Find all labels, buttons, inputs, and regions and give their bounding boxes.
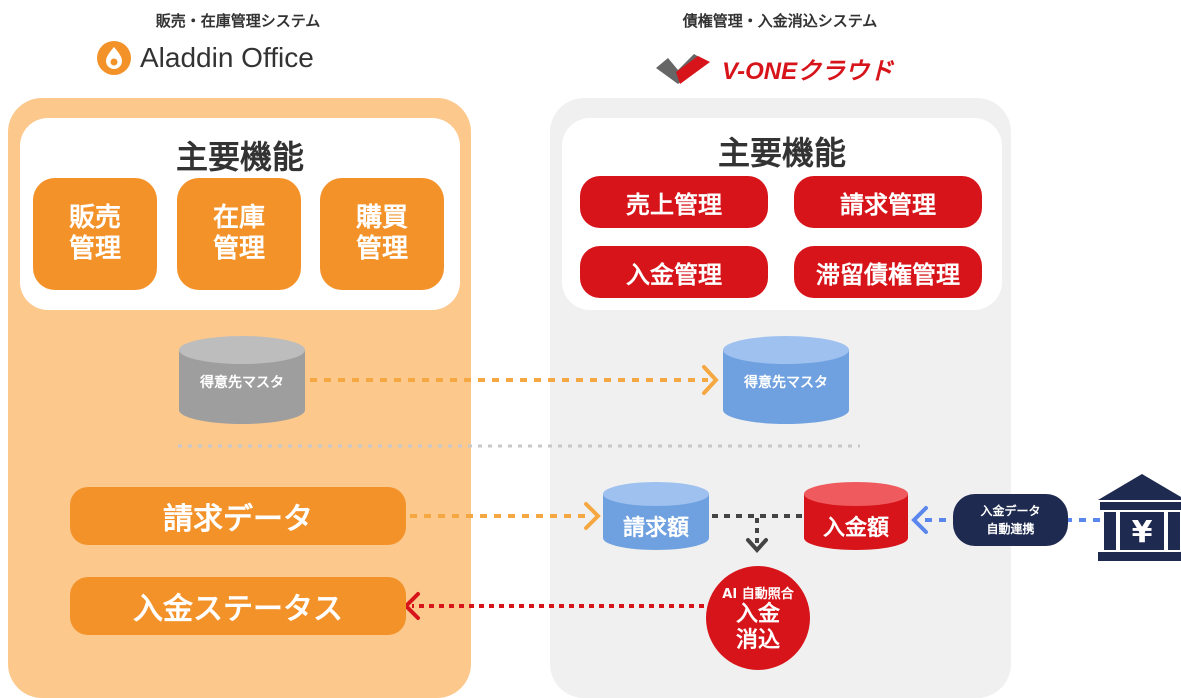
v-one-cloud-logo: V-ONEクラウド [654, 50, 893, 86]
left-system-subtitle: 販売・在庫管理システム [155, 12, 321, 30]
bank-data-auto-link-badge: 入金データ 自動連携 [953, 494, 1068, 546]
right-customer-master-db [723, 336, 849, 424]
feature-sales-recording: 売上管理 [580, 176, 768, 228]
feature-purchasing-management: 購買 管理 [320, 178, 444, 290]
payment-status-block: 入金ステータス [70, 577, 406, 635]
v-one-check-icon [656, 54, 710, 84]
right-system-subtitle: 債権管理・入金消込システム [682, 12, 878, 30]
ai-matching-action: 入金 消込 [735, 602, 780, 653]
right-customer-master-label: 得意先マスタ [744, 375, 828, 391]
aladdin-lamp-icon [97, 41, 131, 75]
aladdin-office-logo: Aladdin Office [96, 40, 314, 76]
right-main-features-card: 主要機能 売上管理 請求管理 入金管理 滞留債権管理 [562, 118, 1002, 310]
v-one-logo-text: V-ONEクラウド [722, 57, 894, 85]
left-customer-master-db [179, 336, 305, 424]
right-main-features-title: 主要機能 [717, 134, 846, 172]
payment-amount-db [804, 482, 908, 550]
ai-auto-matching-circle: AI 自動照合 入金 消込 [706, 566, 810, 670]
left-main-features-title: 主要機能 [175, 138, 304, 176]
left-customer-master-label: 得意先マスタ [200, 375, 284, 391]
svg-text:¥: ¥ [1132, 515, 1153, 550]
left-main-features-card: 主要機能 販売 管理 在庫 管理 購買 管理 [20, 118, 460, 310]
feature-payment-management: 入金管理 [580, 246, 768, 298]
bank-badge-line2: 自動連携 [986, 522, 1035, 536]
bank-badge-line1: 入金データ [980, 504, 1041, 518]
feature-inventory-management: 在庫 管理 [177, 178, 301, 290]
aladdin-logo-text: Aladdin Office [140, 42, 314, 73]
diagram-connectors: ¥ [178, 336, 1181, 620]
billing-amount-db [603, 482, 709, 550]
ai-matching-label: AI 自動照合 [722, 587, 794, 603]
feature-billing-management: 請求管理 [794, 176, 982, 228]
feature-overdue-receivables: 滞留債権管理 [794, 246, 982, 298]
billing-amount-label: 請求額 [622, 516, 689, 541]
feature-sales-management: 販売 管理 [33, 178, 157, 290]
billing-data-block: 請求データ [70, 487, 406, 545]
bank-yen-icon: ¥ [1098, 474, 1181, 561]
payment-amount-label: 入金額 [822, 516, 889, 541]
